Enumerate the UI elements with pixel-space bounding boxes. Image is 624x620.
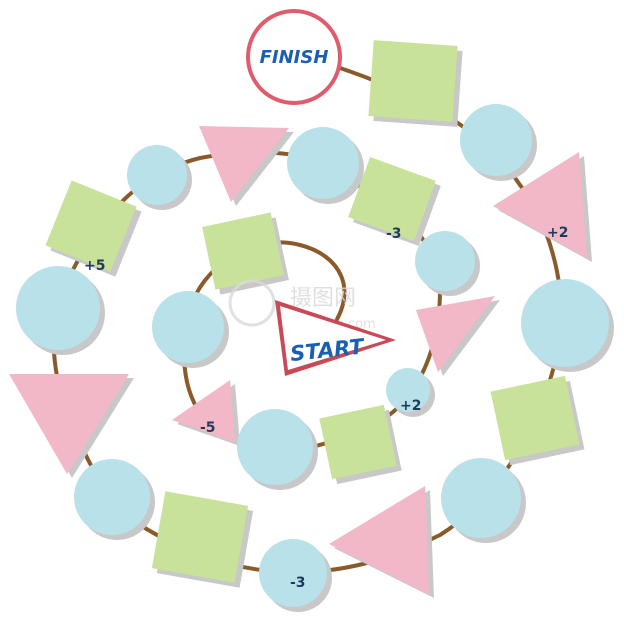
space-circle[interactable]: [415, 231, 475, 291]
space-circle[interactable]: [127, 145, 187, 205]
space-square-minus-3[interactable]: [348, 156, 436, 242]
space-square[interactable]: [368, 40, 458, 122]
space-circle[interactable]: [441, 458, 521, 538]
space-label: +2: [400, 398, 421, 414]
space-label: +2: [547, 225, 568, 241]
space-triangle-plus-2[interactable]: [493, 152, 587, 258]
start-flag[interactable]: START: [275, 300, 396, 376]
space-label: -3: [290, 575, 306, 591]
space-square[interactable]: [490, 375, 580, 461]
finish-label: FINISH: [260, 47, 329, 68]
space-circle[interactable]: [521, 279, 609, 367]
space-circle-plus-2[interactable]: [386, 368, 430, 412]
space-square[interactable]: [202, 212, 284, 290]
space-circle-minus-3[interactable]: [259, 539, 327, 607]
space-triangle[interactable]: [9, 374, 129, 474]
space-circle[interactable]: [237, 409, 313, 485]
space-circle[interactable]: [74, 459, 150, 535]
space-circle[interactable]: [16, 266, 100, 350]
space-circle[interactable]: [287, 127, 359, 199]
space-label: -3: [386, 226, 402, 242]
space-triangle[interactable]: [199, 126, 289, 202]
space-circle[interactable]: [460, 104, 532, 176]
space-triangle[interactable]: [416, 296, 495, 372]
space-square-plus-5[interactable]: [45, 180, 137, 272]
space-square[interactable]: [319, 404, 397, 480]
svg-text:摄图网: 摄图网: [290, 286, 356, 311]
space-label: +5: [84, 258, 105, 274]
space-triangle-minus-5[interactable]: [172, 380, 235, 442]
space-square[interactable]: [151, 491, 249, 583]
space-label: -5: [200, 420, 216, 436]
space-circle[interactable]: [152, 291, 224, 363]
finish-space[interactable]: [246, 9, 342, 105]
space-triangle[interactable]: [329, 486, 429, 594]
